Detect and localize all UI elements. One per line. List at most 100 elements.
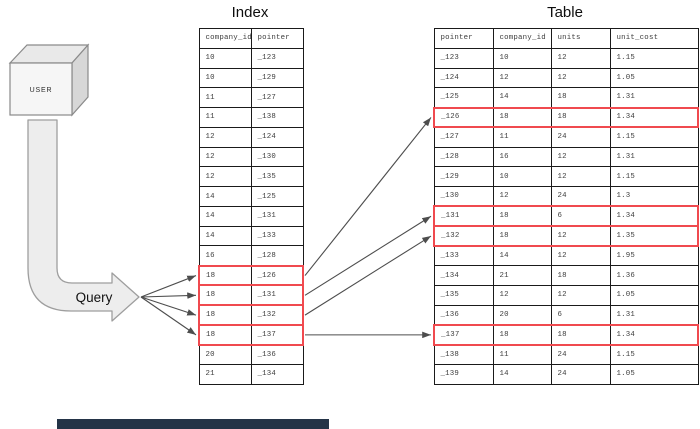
table-cell: _127	[433, 126, 494, 148]
table-cell: _131	[250, 284, 304, 307]
index-row: 16_128	[198, 245, 304, 267]
table-cell: 1.35	[609, 225, 699, 247]
table-title: Table	[547, 4, 583, 21]
table-cell: 1.15	[609, 344, 699, 366]
table-cell: _134	[250, 364, 304, 385]
table-cell: 11	[198, 107, 252, 128]
cube-front-face	[9, 62, 73, 116]
table-cell: _126	[433, 106, 494, 129]
table-cell: 10	[198, 47, 252, 69]
table-cell: 24	[550, 186, 611, 207]
table-cell: 24	[550, 126, 611, 148]
table-cell: 12	[198, 126, 252, 148]
table-cell: _136	[433, 304, 494, 326]
index-row: 12_135	[198, 166, 304, 188]
table-cell: 6	[550, 205, 611, 228]
table-cell: 12	[550, 166, 611, 188]
connector-arrow	[304, 117, 432, 276]
table-cell: 10	[198, 67, 252, 89]
table-cell: 11	[198, 87, 252, 109]
table-cell: 14	[198, 205, 252, 227]
table-cell: 24	[550, 364, 611, 385]
table-cell: _137	[433, 323, 494, 346]
table-cell: 1.36	[609, 265, 699, 286]
table-cell: _125	[250, 186, 304, 207]
table-cell: 11	[492, 344, 552, 366]
table-cell: 1.15	[609, 166, 699, 188]
query-arrow-shape	[27, 119, 140, 322]
table-cell: 14	[492, 364, 552, 385]
column-header: company_id	[198, 28, 252, 49]
index-highlighted-row: 18_131	[198, 284, 304, 307]
table-cell: 12	[492, 67, 552, 89]
table-cell: _139	[433, 364, 494, 385]
index-row: 14_133	[198, 225, 304, 247]
table-cell: 1.34	[609, 106, 699, 129]
index-row: 12_130	[198, 146, 304, 168]
table-cell: 14	[492, 87, 552, 109]
table-cell: 18	[492, 205, 552, 228]
index-highlighted-row: 18_137	[198, 323, 304, 346]
table-cell: 12	[550, 245, 611, 267]
column-header: units	[550, 28, 611, 49]
table-cell: 18	[492, 323, 552, 346]
table-cell: 14	[198, 186, 252, 207]
table-cell: 14	[492, 245, 552, 267]
table-cell: _123	[250, 47, 304, 69]
table-cell: _134	[433, 265, 494, 286]
table-cell: 1.31	[609, 146, 699, 168]
table-cell: _126	[250, 264, 304, 287]
table-cell: 12	[550, 67, 611, 89]
table-cell: 18	[198, 284, 252, 307]
table-cell: _138	[433, 344, 494, 366]
table-cell: _132	[250, 304, 304, 326]
query-arrow: Query	[27, 119, 140, 322]
table-cell: _137	[250, 323, 304, 346]
table-cell: 10	[492, 47, 552, 69]
table-cell: _133	[433, 245, 494, 267]
connector-arrow	[140, 275, 197, 298]
table-cell: _138	[250, 107, 304, 128]
cube-top-face	[8, 44, 90, 64]
table-cell: _124	[250, 126, 304, 148]
connector-arrow	[140, 292, 197, 299]
table-cell: 12	[550, 284, 611, 306]
table-cell: 18	[550, 106, 611, 129]
table-cell: 1.95	[609, 245, 699, 267]
table-cell: 12	[492, 186, 552, 207]
user-cube: USER	[8, 43, 90, 117]
bottom-bar	[57, 419, 329, 429]
table-cell: 1.15	[609, 47, 699, 69]
table-cell: _128	[433, 146, 494, 168]
index-row: 14_125	[198, 186, 304, 207]
table-cell: _125	[433, 87, 494, 109]
table-cell: 10	[492, 166, 552, 188]
table-cell: 1.31	[609, 304, 699, 326]
table-cell: 1.05	[609, 67, 699, 89]
index-row: 11_127	[198, 87, 304, 109]
table-cell: 18	[492, 225, 552, 247]
table-cell: 1.31	[609, 87, 699, 109]
table-cell: 18	[550, 87, 611, 109]
table-cell: 12	[198, 146, 252, 168]
index-row: 21_134	[198, 364, 304, 385]
table-cell: 6	[550, 304, 611, 326]
table-cell: _136	[250, 344, 304, 366]
table-cell: 11	[492, 126, 552, 148]
table-cell: _133	[250, 225, 304, 247]
table-cell: 1.15	[609, 126, 699, 148]
table-cell: _128	[250, 245, 304, 267]
